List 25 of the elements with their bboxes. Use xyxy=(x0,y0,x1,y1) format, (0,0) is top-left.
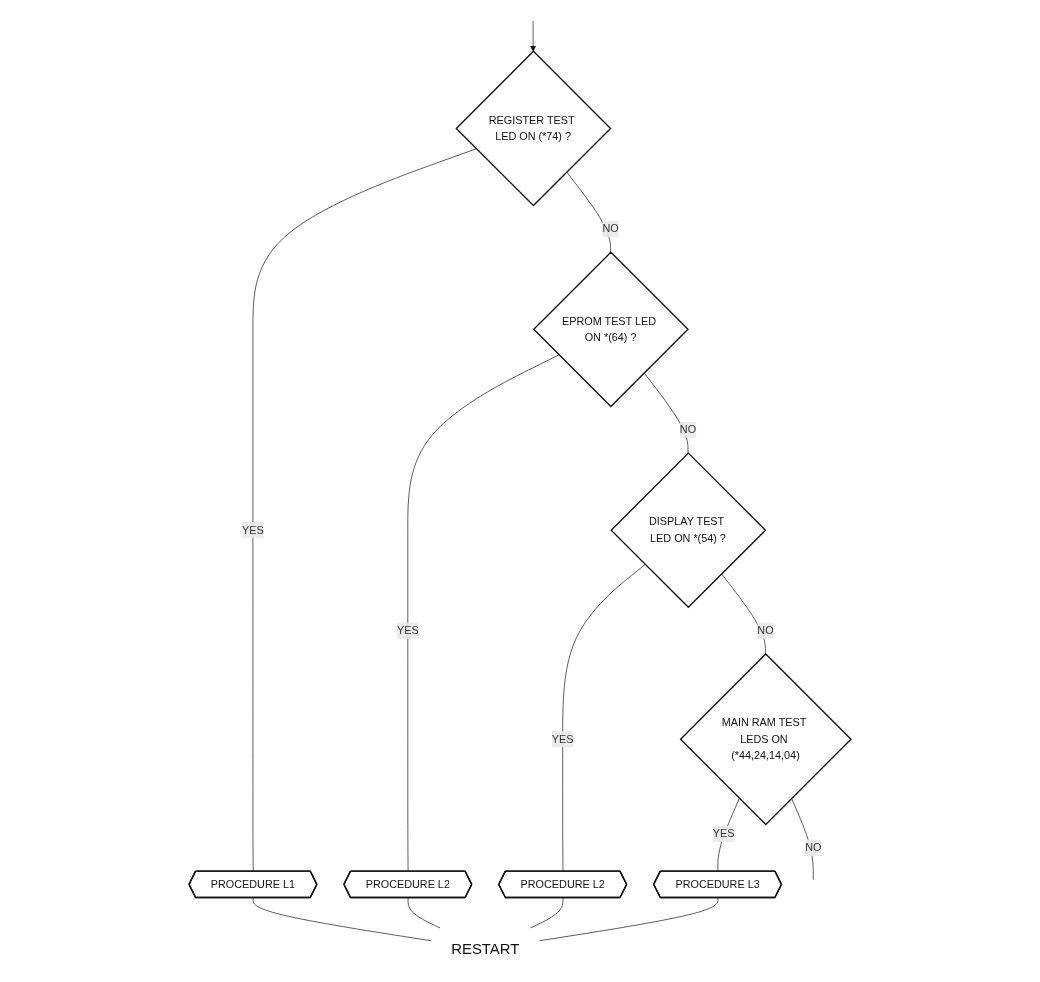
connector xyxy=(252,897,432,942)
connector xyxy=(717,798,740,872)
edge-label: NO xyxy=(602,222,619,235)
edge-label: YES xyxy=(242,524,264,536)
node-text: RESTART xyxy=(451,940,520,958)
connector xyxy=(252,148,477,872)
connector xyxy=(562,564,646,872)
edge-label: YES xyxy=(712,827,735,840)
edge-label: YES xyxy=(551,733,574,745)
connector xyxy=(530,897,564,929)
connector xyxy=(791,798,814,880)
connector xyxy=(566,171,611,253)
connector xyxy=(643,372,689,454)
edge-label: NO xyxy=(679,423,697,436)
connector xyxy=(407,897,441,929)
node-diamond: REGISTER TEST LED ON (*74) ? xyxy=(455,50,612,207)
edge-label: YES xyxy=(396,624,419,637)
connector xyxy=(539,897,719,942)
node-diamond: MAIN RAM TEST LEDS ON (*44,24,14,04) xyxy=(679,653,852,826)
node-diamond: DISPLAY TEST LED ON *(54) ? xyxy=(610,452,767,609)
connector xyxy=(407,354,560,872)
connector xyxy=(721,573,766,655)
node-diamond: EPROM TEST LED ON *(64) ? xyxy=(532,251,689,408)
edge-label: NO xyxy=(805,841,822,854)
edge-label: NO xyxy=(757,624,774,637)
